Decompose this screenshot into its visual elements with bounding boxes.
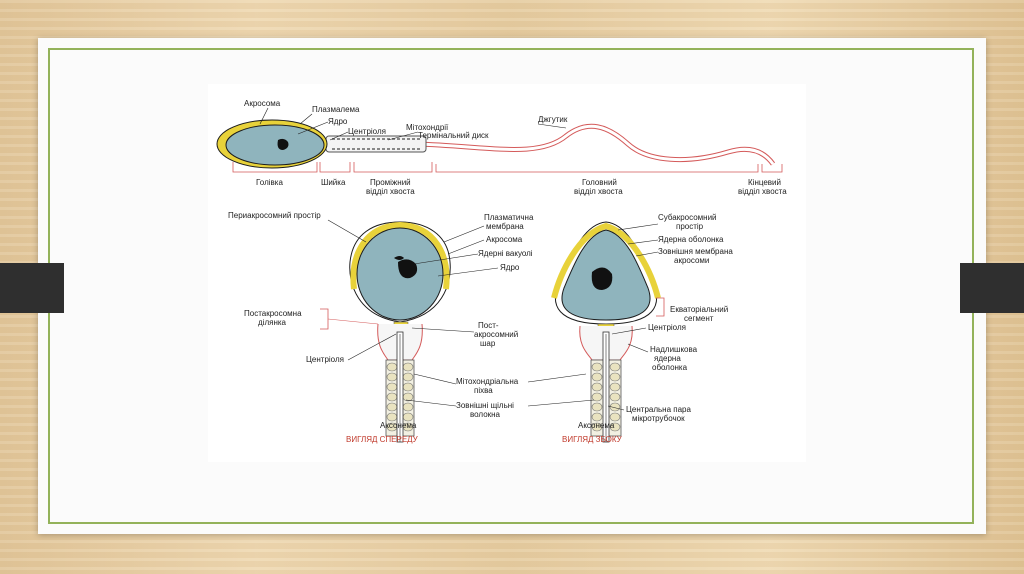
label-aksonema-side: Аксонема: [578, 421, 615, 430]
label-centr-para-1: Центральна пара: [626, 405, 692, 414]
head-vacuole: [277, 138, 289, 150]
label-zovn-1: Зовнішні щільні: [456, 401, 514, 410]
label-plazmalema: Плазмалема: [312, 105, 360, 114]
label-postakros-1: Постакросомна: [244, 309, 302, 318]
front-nucleus: [356, 227, 444, 321]
head-nucleus: [225, 124, 325, 166]
label-akrosoma: Акросома: [244, 99, 281, 108]
label-mitohondrii: Мітохондрії: [406, 123, 449, 132]
sperm-structure-figure: Акросома Плазмалема Ядро Центріоля Мітох…: [208, 84, 806, 462]
bracket-shyika: [319, 162, 351, 173]
front-mito-coils: [386, 362, 414, 432]
left-tab: [0, 263, 64, 313]
label-mito-1: Мітохондріальна: [456, 377, 519, 386]
bracket-kincevyi: [761, 164, 783, 173]
label-terminal-disk: Термінальний диск: [418, 131, 489, 140]
label-post-shar-1: Пост-: [478, 321, 499, 330]
label-yaderna: Ядерна оболонка: [658, 235, 724, 244]
label-aksonema-front: Аксонема: [380, 421, 417, 430]
label-dzhgutyk: Джгутик: [538, 115, 568, 124]
label-plazm-2: мембрана: [486, 222, 524, 231]
label-centriolya-side: Центріоля: [648, 323, 686, 332]
label-subakros-1: Субакросомний: [658, 213, 717, 222]
midpiece: [325, 135, 427, 153]
label-nadlish-1: Надлишкова: [650, 345, 698, 354]
label-zovn-mem-2: акросоми: [674, 256, 709, 265]
right-tab: [960, 263, 1024, 313]
label-yadro-top: Ядро: [328, 117, 348, 126]
label-kincevyi-1: Кінцевий: [748, 178, 781, 187]
label-ekvat-1: Екваторіальний: [670, 305, 728, 314]
label-centriolya-top: Центріоля: [348, 127, 386, 136]
whole-sperm: Акросома Плазмалема Ядро Центріоля Мітох…: [216, 99, 787, 196]
bracket-postakros: [320, 308, 329, 330]
label-centriolya-front: Центріоля: [306, 355, 344, 364]
label-plazm-1: Плазматична: [484, 213, 534, 222]
label-golovnyi-1: Головний: [582, 178, 617, 187]
side-view: Субакросомний простір Ядерна оболонка Зо…: [527, 213, 733, 444]
bracket-promizhnyi: [353, 162, 433, 173]
caption-side: ВИГЛЯД ЗБОКУ: [562, 435, 623, 444]
label-subakros-2: простір: [676, 222, 704, 231]
label-post-shar-2: акросомний: [474, 330, 518, 339]
label-yadro-front: Ядро: [500, 263, 520, 272]
label-post-shar-3: шар: [480, 339, 496, 348]
label-promizhnyi-1: Проміжний: [370, 178, 411, 187]
side-acrosome: [551, 222, 661, 299]
front-view: Периакросомний простір Плазматична мембр…: [228, 211, 534, 444]
label-nadlish-3: оболонка: [652, 363, 688, 372]
label-nadlish-2: ядерна: [654, 354, 681, 363]
bracket-ekvat: [656, 297, 665, 317]
label-vakuoli: Ядерні вакуолі: [478, 249, 533, 258]
side-mito-coils: [591, 362, 621, 432]
label-akrosoma-front: Акросома: [486, 235, 523, 244]
label-mito-2: піхва: [474, 386, 493, 395]
label-kincevyi-2: відділ хвоста: [738, 187, 787, 196]
label-golovnyi-2: відділ хвоста: [574, 187, 623, 196]
side-vacuole: [591, 267, 613, 290]
label-zovn-2: волокна: [470, 410, 501, 419]
front-acrosome: [350, 221, 450, 290]
sperm-diagram-svg: Акросома Плазмалема Ядро Центріоля Мітох…: [216, 99, 787, 444]
label-ekvat-2: сегмент: [684, 314, 714, 323]
caption-front: ВИГЛЯД СПЕРЕДУ: [346, 435, 419, 444]
label-promizhnyi-2: відділ хвоста: [366, 187, 415, 196]
label-shyika: Шийка: [321, 178, 346, 187]
label-postakros-2: ділянка: [258, 318, 287, 327]
label-zovn-mem-1: Зовнішня мембрана: [658, 247, 733, 256]
label-periakrosomnyi: Периакросомний простір: [228, 211, 321, 220]
label-centr-para-2: мікротрубочок: [632, 414, 685, 423]
label-golivka: Голівка: [256, 178, 283, 187]
bracket-golovnyi: [435, 164, 759, 173]
front-vacuole: [398, 259, 418, 279]
bracket-golivka: [232, 162, 318, 173]
